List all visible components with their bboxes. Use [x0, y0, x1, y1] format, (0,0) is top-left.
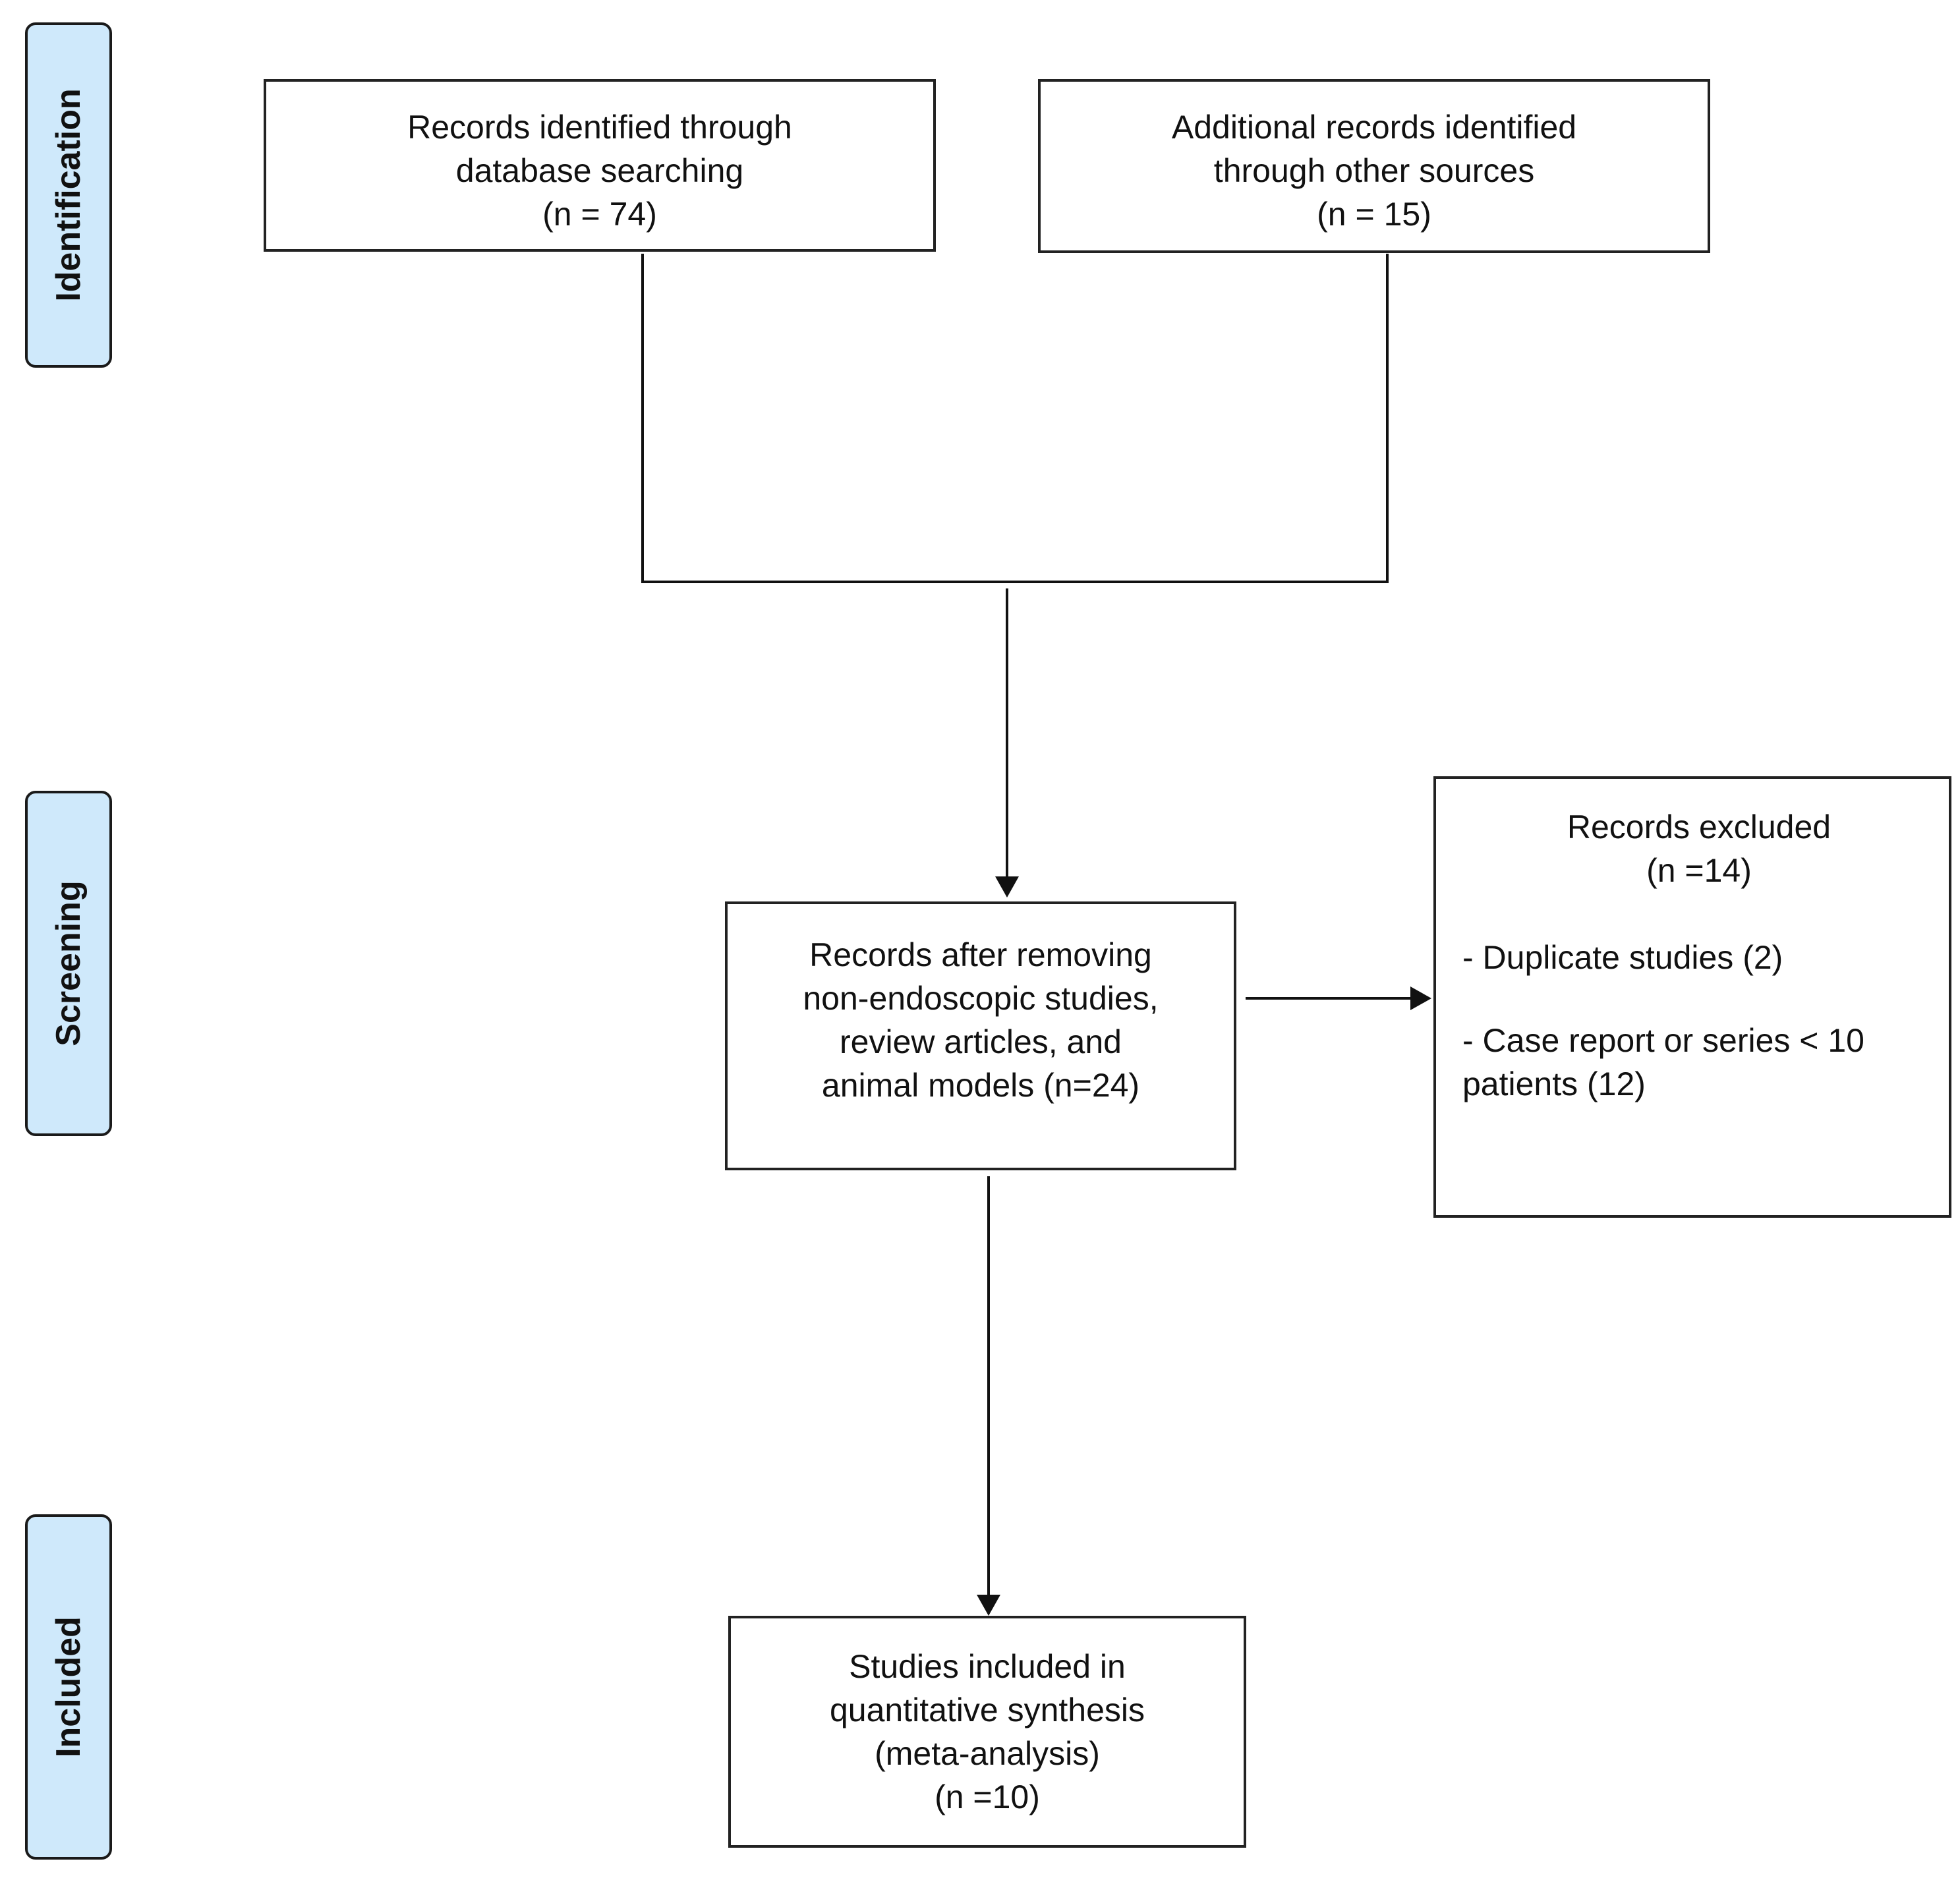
database-count: (n = 74) — [542, 196, 657, 233]
phase-included-label: Included — [49, 1616, 88, 1757]
phase-screening-label: Screening — [49, 880, 88, 1046]
excluded-reason-duplicates: - Duplicate studies (2) — [1462, 939, 1783, 976]
excluded-title: Records excluded — [1567, 809, 1831, 845]
database-line-1: Records identified through — [407, 109, 792, 146]
excluded-count: (n =14) — [1646, 852, 1752, 889]
excluded-reason-case-report-cont: patients (12) — [1462, 1066, 1646, 1102]
phase-identification: Identification — [25, 22, 112, 368]
included-line-1: Studies included in — [849, 1648, 1126, 1685]
arrowhead-to-excluded — [1410, 986, 1431, 1010]
phase-identification-label: Identification — [49, 88, 88, 302]
box-database-records: Records identified through database sear… — [264, 79, 936, 252]
database-line-2: database searching — [455, 152, 744, 189]
box-records-excluded: Records excluded (n =14) - Duplicate stu… — [1433, 776, 1951, 1218]
excluded-spacer — [1462, 892, 1936, 936]
screened-line-1: Records after removing — [809, 936, 1152, 973]
included-count: (n =10) — [935, 1779, 1040, 1815]
screened-line-2: non-endoscopic studies, — [803, 980, 1159, 1017]
additional-count: (n = 15) — [1317, 196, 1431, 233]
screened-line-4: animal models (n=24) — [821, 1067, 1140, 1104]
phase-screening: Screening — [25, 791, 112, 1136]
arrowhead-to-included — [977, 1595, 1000, 1616]
additional-line-2: through other sources — [1213, 152, 1535, 189]
excluded-reason-case-report: - Case report or series < 10 — [1462, 1022, 1864, 1059]
included-line-2: quantitative synthesis — [829, 1692, 1145, 1728]
excluded-spacer-2 — [1462, 979, 1936, 1019]
additional-line-1: Additional records identified — [1171, 109, 1577, 146]
box-additional-records: Additional records identified through ot… — [1038, 79, 1710, 253]
included-line-3: (meta-analysis) — [875, 1735, 1100, 1772]
box-studies-included: Studies included in quantitative synthes… — [728, 1616, 1246, 1848]
arrowhead-to-screened — [995, 876, 1019, 898]
box-screened-records: Records after removing non-endoscopic st… — [725, 901, 1236, 1170]
screened-line-3: review articles, and — [840, 1023, 1122, 1060]
phase-included: Included — [25, 1514, 112, 1860]
